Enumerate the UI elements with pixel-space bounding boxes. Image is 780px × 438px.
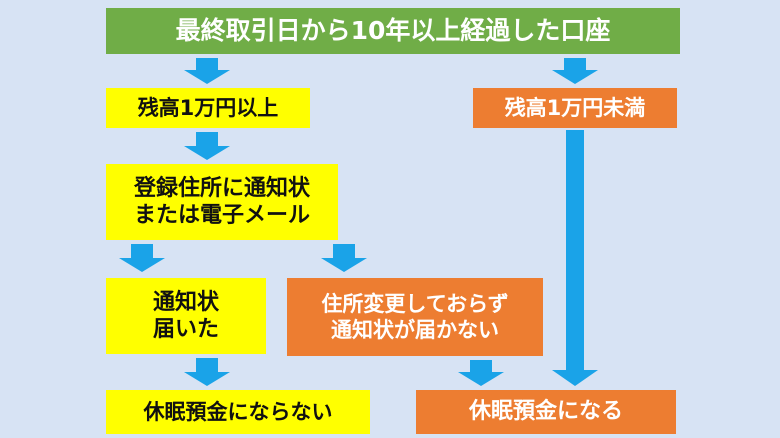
arrow-top-to-over10k xyxy=(184,58,230,84)
arrow-received-to-not-dormant xyxy=(184,358,230,386)
not-dormant-text: 休眠預金にならない xyxy=(143,399,333,424)
balance-over-10k-text: 残高1万円以上 xyxy=(137,95,279,120)
notice-received-box: 通知状 届いた xyxy=(106,278,266,354)
arrow-notice-to-received xyxy=(119,244,165,272)
arrow-notice-to-not-received xyxy=(321,244,367,272)
arrow-over10k-to-notice xyxy=(184,132,230,160)
arrow-not-received-to-dormant xyxy=(458,360,504,386)
notice-box: 登録住所に通知状 または電子メール xyxy=(106,164,338,240)
notice-text: 登録住所に通知状 または電子メール xyxy=(133,175,310,229)
arrow-top-to-under10k xyxy=(552,58,598,84)
arrow-under10k-to-dormant xyxy=(552,130,598,386)
balance-under-10k-box: 残高1万円未満 xyxy=(473,88,677,128)
notice-not-received-box: 住所変更しておらず 通知状が届かない xyxy=(287,278,543,356)
notice-not-received-text: 住所変更しておらず 通知状が届かない xyxy=(321,291,509,342)
notice-received-text: 通知状 届いた xyxy=(152,289,219,343)
balance-over-10k-box: 残高1万円以上 xyxy=(106,88,310,128)
not-dormant-box: 休眠預金にならない xyxy=(106,390,370,434)
balance-under-10k-text: 残高1万円未満 xyxy=(504,95,646,120)
dormant-text: 休眠預金になる xyxy=(468,399,623,425)
top-condition-box: 最終取引日から10年以上経過した口座 xyxy=(106,8,680,54)
dormant-box: 休眠預金になる xyxy=(416,390,676,434)
top-condition-text: 最終取引日から10年以上経過した口座 xyxy=(175,16,611,46)
